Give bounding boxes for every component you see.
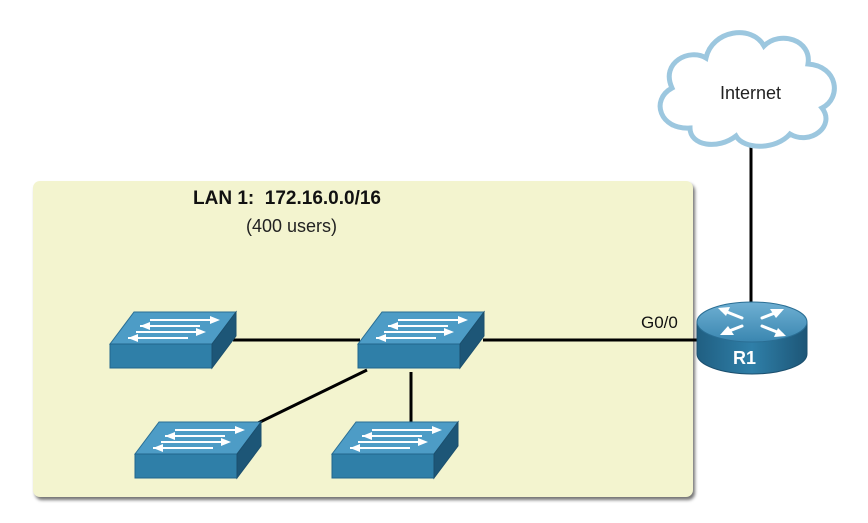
switch-bottom-right-icon [331, 421, 459, 479]
lan-title: LAN 1: 172.16.0.0/16 [193, 188, 381, 209]
router-interface-label: G0/0 [641, 313, 678, 332]
router-name-label: R1 [733, 348, 757, 368]
router-r1-icon [696, 301, 808, 375]
switch-left-icon [109, 311, 237, 369]
switch-core-icon [357, 311, 485, 369]
internet-label: Internet [720, 83, 782, 103]
switch-bottom-left-icon [134, 421, 262, 479]
lan-user-count: (400 users) [246, 216, 338, 236]
internet-cloud-icon [657, 30, 837, 149]
